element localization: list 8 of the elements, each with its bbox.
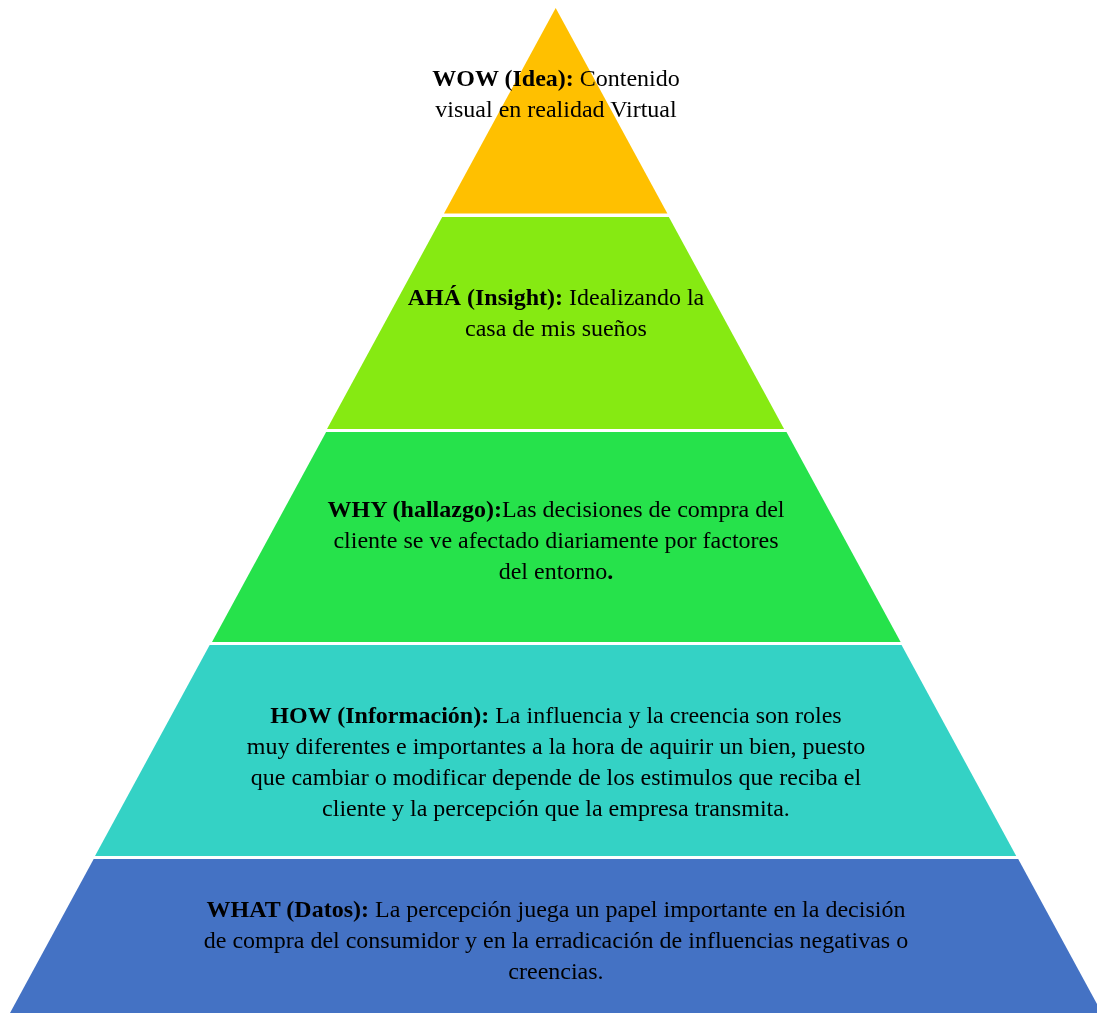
level-text: HOW (Información): La influencia y la creencia son roles muy diferentes e importantes a la hora de aquirir un bien, puesto que cambiar o modificar depende de los estimulos que reciba el cliente y la percepción que la empresa transmita. bbox=[246, 700, 866, 823]
level-text: WHAT (Datos): La percepción juega un papel importante en la decisión de compra del consumidor y en la erradicación de influencias negativas o creencias. bbox=[202, 894, 910, 986]
level-text: AHÁ (Insight): Idealizando la casa de mis sueños bbox=[406, 282, 706, 343]
pyramid-level bbox=[327, 216, 785, 429]
level-text: WHY (hallazgo):Las decisiones de compra del cliente se ve afectado diariamente por factores del entorno. bbox=[326, 494, 786, 586]
pyramid-level bbox=[211, 431, 901, 642]
pyramid-level bbox=[95, 644, 1017, 856]
pyramid-level bbox=[10, 858, 1097, 1013]
